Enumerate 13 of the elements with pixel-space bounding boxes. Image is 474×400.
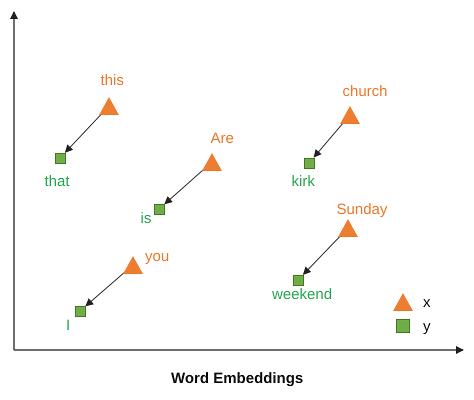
word-label: you — [145, 248, 170, 264]
word-label: Are — [210, 130, 234, 146]
word-label: church — [342, 82, 388, 100]
legend-label: x — [423, 294, 430, 310]
word-label: that — [44, 172, 70, 190]
word-label: weekend — [272, 286, 332, 302]
word-label: I — [66, 316, 70, 334]
word-label: this — [100, 72, 124, 88]
caption: Word Embeddings — [171, 370, 304, 386]
word-label: Sunday — [336, 200, 388, 218]
word-label: is — [140, 210, 152, 226]
legend-label: y — [423, 318, 430, 334]
word-label: kirk — [292, 172, 315, 190]
